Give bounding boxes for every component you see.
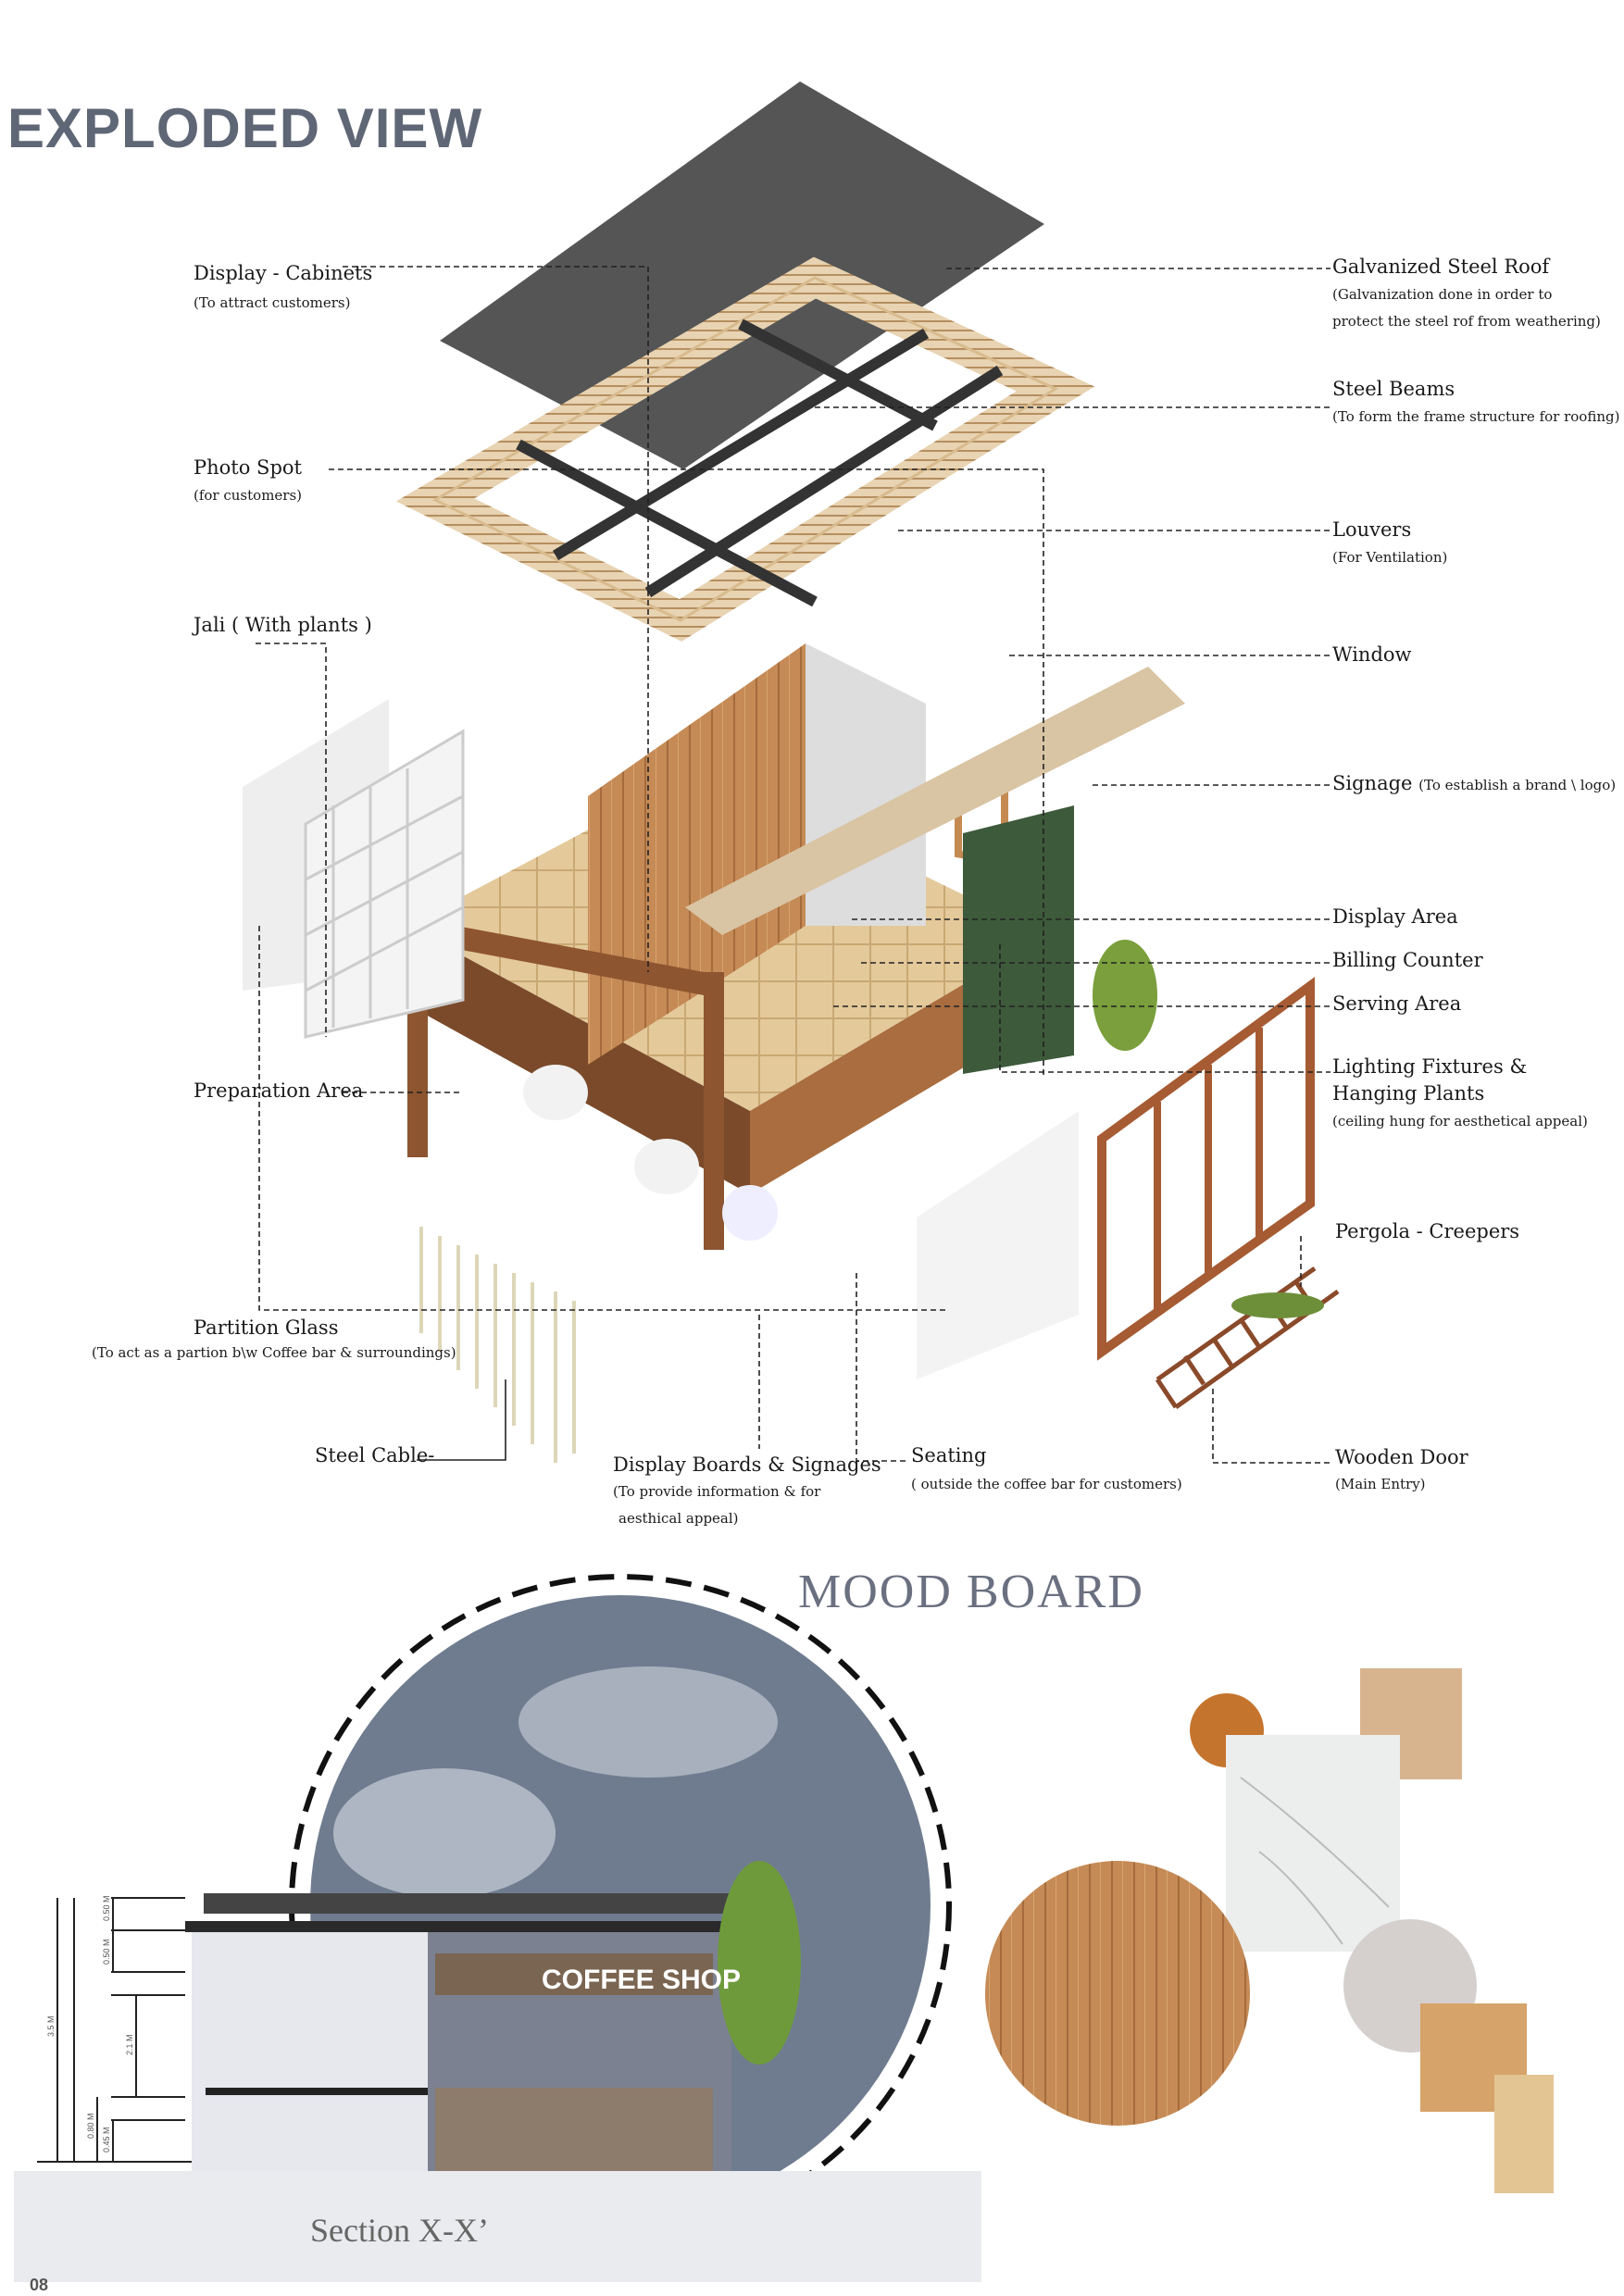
signage-name: Signage xyxy=(1332,772,1413,794)
page-number: 08 xyxy=(30,2276,49,2294)
swatch-marble xyxy=(1226,1735,1400,1952)
note-display-cabinets: (To attract customers) xyxy=(194,294,351,311)
label-window: Window xyxy=(1332,643,1412,666)
dimension-label: 3.5 M xyxy=(46,2015,56,2037)
label-jali: Jali ( With plants ) xyxy=(194,614,372,636)
note-seating: ( outside the coffee bar for customers) xyxy=(911,1476,1182,1492)
note-wooden-door: (Main Entry) xyxy=(1335,1476,1426,1492)
page-title: EXPLODED VIEW xyxy=(7,97,483,159)
jali-wall xyxy=(243,699,465,1039)
coffee-bar-model xyxy=(407,643,1185,1250)
dimension-label: 2.1 M xyxy=(125,2034,134,2055)
signage-note: (To establish a brand \ logo) xyxy=(1418,777,1617,793)
note-lighting: (ceiling hung for aesthetical appeal) xyxy=(1332,1113,1588,1129)
dimension-label: 0.80 M xyxy=(86,2113,95,2139)
louver-frame xyxy=(395,256,1095,642)
label-display-cabinets: Display - Cabinets xyxy=(194,262,373,284)
note-display-boards-1: (To provide information & for xyxy=(613,1483,821,1500)
label-pergola: Pergola - Creepers xyxy=(1335,1220,1520,1242)
label-steel-cable: Steel Cable- xyxy=(315,1444,435,1466)
label-louvers: Louvers xyxy=(1332,518,1412,541)
partition-glass xyxy=(917,1111,1079,1379)
label-seating: Seating xyxy=(911,1444,987,1466)
dimension-label: 0.50 M xyxy=(102,1939,111,1965)
note-photo-spot: (for customers) xyxy=(194,487,303,504)
label-wooden-door: Wooden Door xyxy=(1335,1446,1468,1468)
note-roof-2: protect the steel rof from weathering) xyxy=(1332,313,1601,330)
label-partition-glass: Partition Glass xyxy=(194,1316,339,1339)
label-display-area: Display Area xyxy=(1332,905,1458,928)
label-lighting-1: Lighting Fixtures & xyxy=(1332,1055,1528,1078)
label-billing-counter: Billing Counter xyxy=(1332,949,1483,971)
ground-texture xyxy=(14,2171,981,2282)
section-title: Section X-X’ xyxy=(310,2212,489,2249)
note-partition-glass: (To act as a partion b\w Coffee bar & su… xyxy=(92,1344,456,1361)
label-display-boards: Display Boards & Signages xyxy=(613,1454,881,1476)
label-roof: Galvanized Steel Roof xyxy=(1332,256,1550,278)
leader-lines xyxy=(256,266,1330,1464)
note-louvers: (For Ventilation) xyxy=(1332,549,1448,566)
note-roof-1: (Galvanization done in order to xyxy=(1332,286,1553,303)
galvanized-roof xyxy=(440,81,1044,469)
steel-cables xyxy=(419,1227,576,1463)
note-display-boards-2: aesthical appeal) xyxy=(618,1510,739,1527)
swatch-sandstone xyxy=(1494,2075,1554,2193)
dimension-label: 0.50 M xyxy=(102,1895,111,1921)
section-drawing xyxy=(185,1861,801,2171)
wooden-door xyxy=(1097,977,1315,1361)
coffee-shop-sign: COFFEE SHOP xyxy=(542,1965,741,1995)
label-serving-area: Serving Area xyxy=(1332,992,1462,1015)
pergola xyxy=(1155,1266,1340,1410)
steel-cable-leader xyxy=(417,1379,506,1461)
dimension-label: 0.45 M xyxy=(102,2127,111,2152)
label-signage: Signage (To establish a brand \ logo) xyxy=(1332,772,1616,794)
label-preparation-area: Preparation Area xyxy=(194,1079,364,1102)
material-swatches xyxy=(985,1668,1554,2193)
swatch-wood-floor xyxy=(985,1861,1250,2126)
note-steel-beams: (To form the frame structure for roofing… xyxy=(1332,408,1620,425)
label-steel-beams: Steel Beams xyxy=(1332,378,1455,400)
label-lighting-2: Hanging Plants xyxy=(1332,1082,1485,1104)
dimension-lines xyxy=(37,1897,192,2163)
mood-board-title: MOOD BOARD xyxy=(798,1566,1144,1618)
label-photo-spot: Photo Spot xyxy=(194,456,302,479)
